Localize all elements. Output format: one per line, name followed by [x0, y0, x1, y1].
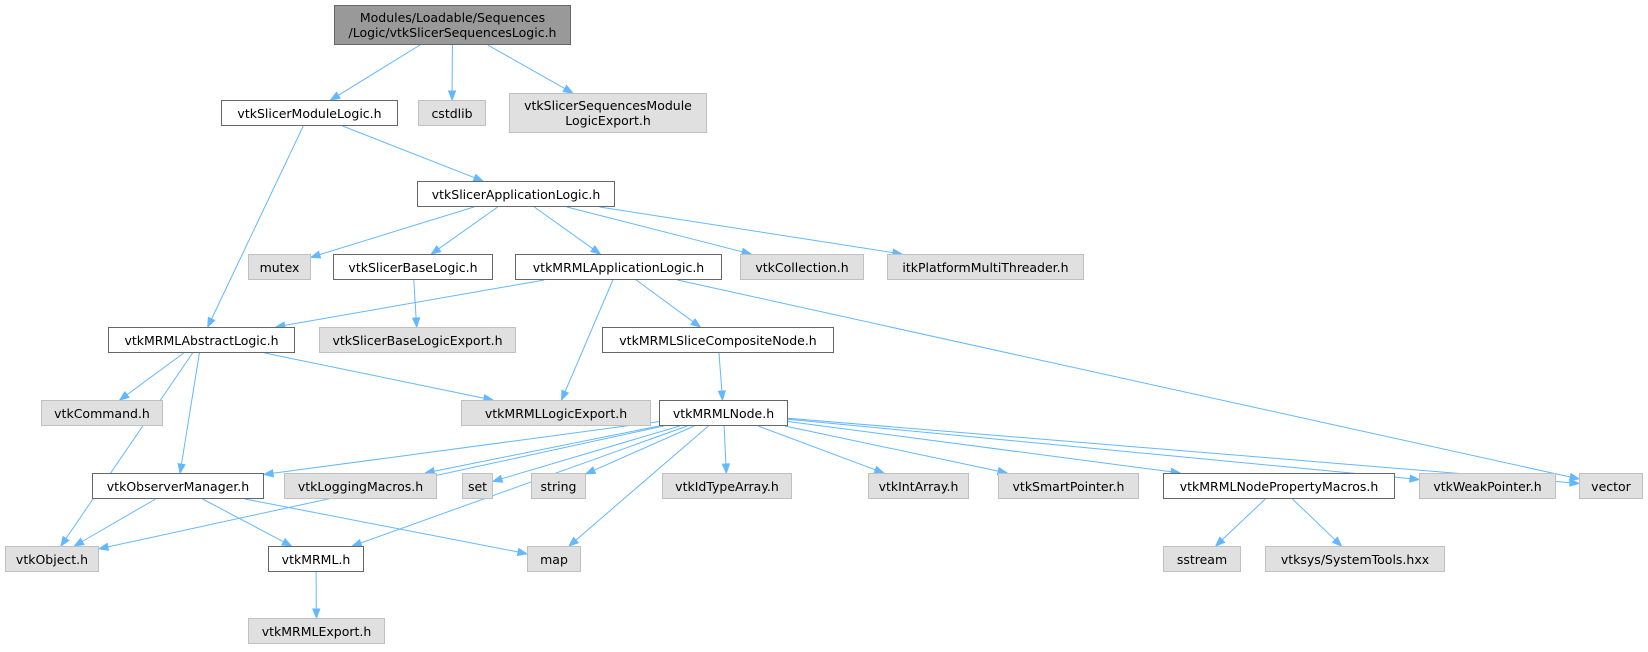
edge-arrowhead-mrmlExport: [312, 608, 321, 620]
node-appLogic[interactable]: vtkSlicerApplicationLogic.h: [417, 181, 615, 207]
node-loggingMacros: vtkLoggingMacros.h: [284, 473, 437, 499]
edge-appLogic-to-itkThreader: [599, 206, 894, 254]
node-mrmlExport: vtkMRMLExport.h: [248, 618, 385, 644]
edge-abstractLogic-to-observerMgr: [181, 352, 200, 465]
edge-arrowhead-map: [516, 547, 529, 557]
node-set: set: [462, 473, 493, 499]
edge-arrowhead-abstractLogic: [207, 316, 216, 329]
edge-appLogic-to-baseLogic: [438, 206, 498, 250]
edge-mrmlNode-to-loggingMacros: [433, 425, 660, 472]
edge-root-to-moduleLogic: [338, 44, 421, 96]
node-vector: vector: [1579, 473, 1643, 499]
edge-observerMgr-to-map: [244, 498, 519, 553]
edge-mrmlNode-to-vector: [787, 417, 1571, 484]
edge-arrowhead-mutex: [309, 250, 322, 259]
edge-abstractLogic-to-logicExport: [264, 352, 485, 399]
edge-mrmlNode-to-set: [501, 425, 680, 480]
edge-arrowhead-vector: [1568, 472, 1581, 482]
edge-propMacros-to-systemTools: [1292, 498, 1336, 541]
edge-arrowhead-sstream: [1214, 536, 1226, 547]
node-mutex: mutex: [248, 254, 311, 280]
edge-arrowhead-baseLogic: [430, 245, 442, 255]
node-baseLogicExport: vtkSlicerBaseLogicExport.h: [319, 327, 516, 353]
edge-arrowhead-logicExport: [561, 389, 570, 402]
edge-mrmlNode-to-propMacros: [787, 421, 1172, 473]
edge-arrowhead-vector: [1569, 478, 1581, 487]
node-sliceComposite[interactable]: vtkMRMLSliceCompositeNode.h: [602, 327, 834, 353]
node-abstractLogic[interactable]: vtkMRMLAbstractLogic.h: [108, 327, 295, 353]
edge-root-to-seqExport: [487, 44, 566, 90]
edge-mrmlAppLogic-to-logicExport: [564, 279, 614, 392]
edge-arrowhead-object: [60, 535, 70, 548]
node-mrml[interactable]: vtkMRML.h: [268, 546, 364, 572]
node-baseLogic[interactable]: vtkSlicerBaseLogic.h: [333, 254, 493, 280]
edge-arrowhead-sliceComposite: [690, 318, 702, 328]
edge-arrowhead-mrml: [281, 537, 293, 547]
node-idTypeArray: vtkIdTypeArray.h: [662, 473, 792, 499]
node-weakPointer: vtkWeakPointer.h: [1419, 473, 1556, 499]
edge-arrowhead-mrmlNode: [717, 390, 726, 402]
node-string: string: [531, 473, 586, 499]
edge-appLogic-to-mutex: [319, 206, 475, 256]
edge-mrmlNode-to-map: [575, 425, 709, 541]
node-propMacros[interactable]: vtkMRMLNodePropertyMacros.h: [1163, 473, 1395, 499]
edge-propMacros-to-sstream: [1221, 498, 1266, 541]
edge-arrowhead-string: [584, 466, 597, 475]
node-itkThreader: itkPlatformMultiThreader.h: [887, 254, 1084, 280]
edge-mrmlAppLogic-to-vector: [677, 279, 1571, 478]
node-observerMgr[interactable]: vtkObserverManager.h: [92, 473, 264, 499]
edge-appLogic-to-collection: [566, 206, 743, 253]
edge-arrowhead-moduleLogic: [329, 91, 341, 101]
node-command: vtkCommand.h: [41, 400, 163, 426]
edge-observerMgr-to-object: [81, 498, 156, 542]
edge-arrowhead-map: [568, 536, 580, 547]
node-sstream: sstream: [1163, 546, 1241, 572]
node-map: map: [527, 546, 581, 572]
edge-arrowhead-baseLogicExport: [411, 317, 421, 329]
node-intArray: vtkIntArray.h: [868, 473, 969, 499]
edge-mrmlNode-to-string: [593, 425, 695, 471]
edge-arrowhead-set: [491, 474, 504, 483]
edge-moduleLogic-to-abstractLogic: [211, 125, 304, 320]
edge-mrmlNode-to-weakPointer: [787, 418, 1411, 480]
edge-baseLogic-to-baseLogicExport: [413, 279, 417, 319]
edge-sliceComposite-to-mrmlNode: [718, 352, 723, 392]
edge-arrowhead-object: [73, 537, 85, 547]
edge-mrmlNode-to-smartPointer: [784, 425, 999, 472]
edge-mrmlNode-to-observerMgr: [272, 421, 660, 474]
node-object: vtkObject.h: [5, 546, 99, 572]
edge-arrowhead-seqExport: [562, 84, 574, 94]
node-mrmlNode[interactable]: vtkMRMLNode.h: [659, 400, 788, 426]
edge-appLogic-to-mrmlAppLogic: [534, 206, 594, 250]
node-smartPointer: vtkSmartPointer.h: [998, 473, 1139, 499]
node-seqExport: vtkSlicerSequencesModule LogicExport.h: [509, 93, 707, 133]
edge-arrowhead-command: [118, 391, 130, 401]
edge-mrmlAppLogic-to-abstractLogic: [284, 279, 545, 326]
edge-mrmlNode-to-idTypeArray: [723, 425, 727, 465]
node-logicExport: vtkMRMLLogicExport.h: [461, 400, 651, 426]
edge-arrowhead-cstdlib: [447, 90, 457, 102]
edge-abstractLogic-to-command: [126, 352, 185, 396]
node-systemTools: vtksys/SystemTools.hxx: [1265, 546, 1445, 572]
edge-arrowhead-idTypeArray: [721, 463, 731, 475]
edge-mrmlAppLogic-to-sliceComposite: [635, 279, 694, 323]
edge-arrowhead-observerMgr: [262, 469, 274, 478]
edge-arrowhead-mrmlAppLogic: [590, 245, 602, 255]
edge-observerMgr-to-mrml: [202, 498, 284, 543]
node-root: Modules/Loadable/Sequences /Logic/vtkSli…: [334, 5, 571, 45]
node-cstdlib: cstdlib: [418, 100, 486, 126]
edge-abstractLogic-to-object: [65, 352, 194, 539]
edge-arrowhead-object: [97, 542, 110, 551]
node-moduleLogic[interactable]: vtkSlicerModuleLogic.h: [221, 100, 398, 126]
edge-arrowhead-systemTools: [1331, 536, 1343, 547]
edge-arrowhead-observerMgr: [177, 462, 186, 475]
edge-arrowhead-weakPointer: [1409, 474, 1421, 483]
node-collection: vtkCollection.h: [740, 254, 864, 280]
edge-moduleLogic-to-appLogic: [342, 125, 475, 179]
node-mrmlAppLogic[interactable]: vtkMRMLApplicationLogic.h: [515, 254, 722, 280]
edge-mrmlNode-to-mrml: [360, 425, 688, 544]
edge-mrmlNode-to-intArray: [758, 425, 876, 471]
